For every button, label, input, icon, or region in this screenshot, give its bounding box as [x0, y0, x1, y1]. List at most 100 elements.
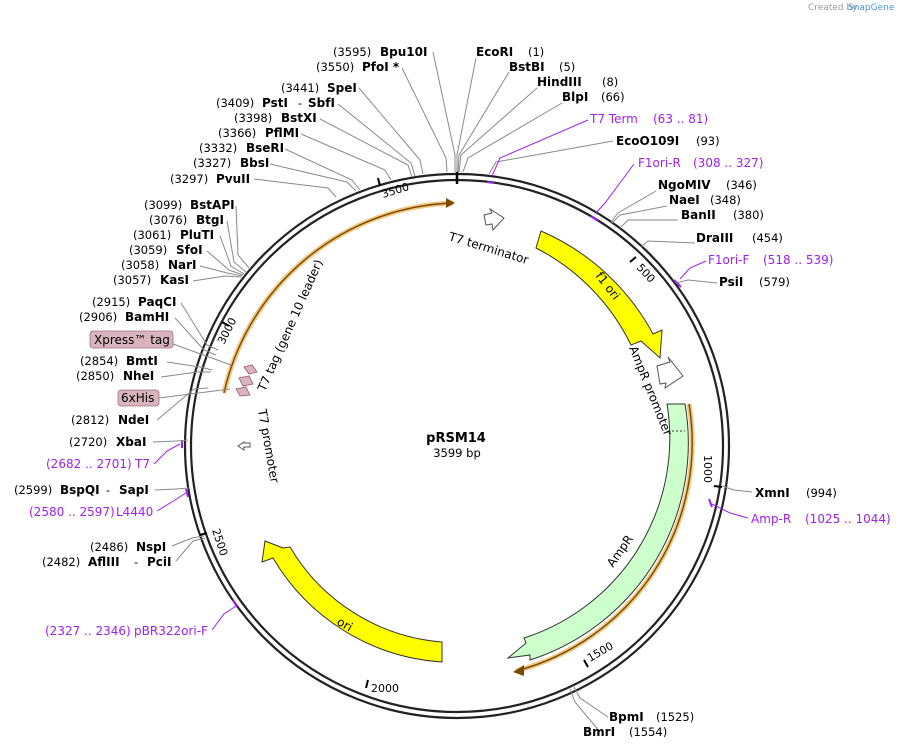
site-btgi-pos: (3076)	[149, 213, 187, 227]
site-paqci-name: PaqCI	[138, 295, 176, 309]
site-spei-name: SpeI	[327, 81, 357, 95]
site-pflmi-pos: (3366)	[218, 126, 256, 140]
site-eco0109i-pos: (93)	[696, 134, 720, 148]
leader-xpress-tag	[172, 343, 232, 366]
site-naei-name: NaeI	[669, 193, 700, 207]
leader-xmni	[721, 485, 753, 493]
primer-t7-range: (2682 .. 2701)	[46, 457, 132, 471]
site-nspi-pos: (2486)	[90, 540, 128, 554]
site-paqci-pos: (2915)	[92, 295, 130, 309]
xpress-tag-box	[89, 330, 174, 349]
site-naei-pos: (348)	[710, 193, 741, 207]
ampr-promoter-arrow	[656, 356, 684, 390]
primer-mark-l4440	[185, 488, 189, 498]
site-psti-sep: -	[298, 96, 302, 110]
leader-btgi	[226, 220, 247, 273]
site-bbsi-pos: (3327)	[193, 156, 231, 170]
site-bmti-name: BmtI	[126, 354, 158, 368]
leader-bstapi	[235, 205, 250, 269]
t7-terminator-arrow	[483, 207, 505, 232]
right-enzyme-labels: EcoRI (1) BstBI (5) HindIII (8) BlpI (66…	[476, 45, 837, 739]
leader-bbsi	[269, 163, 357, 192]
site-pcii-name: PciI	[147, 555, 172, 569]
leader-f1ori-r	[595, 163, 635, 214]
site-pflmi-name: PflMI	[265, 126, 299, 140]
tick-label-2000: 2000	[371, 682, 399, 695]
site-ndei-pos: (2812)	[71, 413, 109, 427]
site-pluti-pos: (3061)	[133, 228, 171, 242]
site-xmni-name: XmnI	[755, 486, 790, 500]
left-enzyme-labels: (3595) Bpu10I (3550) PfoI * (3441) SpeI …	[14, 45, 427, 569]
leader-afliii	[175, 537, 206, 562]
leader-nspi	[171, 535, 205, 547]
site-nspi-name: NspI	[136, 540, 166, 554]
6xhis-box	[117, 389, 160, 407]
site-draiii-pos: (454)	[752, 231, 783, 245]
t7-tag-marker-2	[238, 375, 254, 387]
site-ndei-name: NdeI	[118, 413, 149, 427]
site-kasi-name: KasI	[160, 273, 189, 287]
t7-tag-marker-1	[243, 364, 258, 375]
6xhis-label: 6xHis	[121, 391, 154, 405]
site-ecori-pos: (1)	[528, 45, 544, 59]
site-xmni-pos: (994)	[806, 486, 837, 500]
site-pluti-name: PluTI	[180, 228, 214, 242]
site-xbai-pos: (2720)	[69, 435, 107, 449]
leader-bmti	[166, 361, 213, 371]
primer-t7-term-name: T7 Term	[589, 112, 638, 126]
site-bseri-pos: (3332)	[199, 141, 237, 155]
primer-marks	[181, 181, 713, 608]
site-bstbi-name: BstBI	[509, 60, 545, 74]
xpress-tag-label: Xpress™ tag	[94, 333, 170, 347]
ampr-promoter-label: AmpR promoter	[626, 344, 675, 438]
tick-2000	[365, 679, 369, 689]
leader-ecori	[456, 57, 477, 172]
primer-f1ori-f-name: F1ori-F	[708, 253, 749, 267]
site-ngomiv-name: NgoMIV	[658, 178, 711, 192]
tick-2500	[199, 532, 208, 536]
leader-nhei	[160, 371, 211, 378]
primer-pbr322ori-f-name: pBR322ori-F	[134, 624, 208, 638]
site-ngomiv-pos: (346)	[726, 178, 757, 192]
boxed-feature-labels: Xpress™ tag 6xHis	[89, 330, 232, 407]
site-bamhi-pos: (2906)	[79, 310, 117, 324]
leader-nari	[199, 265, 243, 277]
orf-t7-tag-arrowhead	[446, 198, 455, 208]
leader-plutii	[219, 235, 245, 275]
leader-hindiii	[458, 87, 538, 173]
site-spei-pos: (3441)	[281, 81, 319, 95]
site-bseri-name: BseRI	[246, 141, 284, 155]
site-bstapi-pos: (3099)	[144, 198, 182, 212]
t7-tag-marker-3	[235, 386, 251, 397]
leader-t7-term	[491, 119, 589, 177]
leader-draiii	[640, 240, 696, 248]
site-sapi-name: SapI	[119, 483, 149, 497]
site-bpu10i-name: Bpu10I	[380, 45, 427, 59]
orf-t7-tag-line	[223, 202, 454, 394]
site-bpmi-name: BpmI	[609, 710, 644, 724]
plasmid-length: 3599 bp	[433, 446, 481, 460]
leader-eco0109i	[488, 140, 614, 175]
tick-500	[629, 256, 637, 263]
leader-f1ori-f	[679, 260, 707, 280]
site-blpi-pos: (66)	[601, 90, 625, 104]
tick-3500	[377, 177, 381, 187]
primer-f1ori-f-range: (518 .. 539)	[763, 253, 833, 267]
primer-t7-name: T7	[134, 457, 150, 471]
orf-ampr-line	[515, 403, 693, 672]
leader-kasi	[192, 275, 242, 282]
tick-label-1500: 1500	[585, 639, 616, 664]
site-pvuii-name: PvuII	[216, 172, 250, 186]
site-psii-pos: (579)	[759, 275, 790, 289]
leader-pflmi	[300, 133, 392, 181]
primer-f1ori-r-name: F1ori-R	[638, 156, 681, 170]
primer-amp-r-range: (1025 .. 1044)	[805, 512, 891, 526]
site-pfoi-pos: (3550)	[316, 60, 354, 74]
primer-l4440-range: (2580 .. 2597)	[29, 505, 115, 519]
t7-terminator-label: T7 terminator	[446, 229, 530, 267]
primer-mark-f1ori-f	[673, 279, 682, 288]
leader-lines-primers	[153, 119, 749, 631]
site-btgi-name: BtgI	[196, 213, 224, 227]
leader-banii	[619, 219, 678, 229]
